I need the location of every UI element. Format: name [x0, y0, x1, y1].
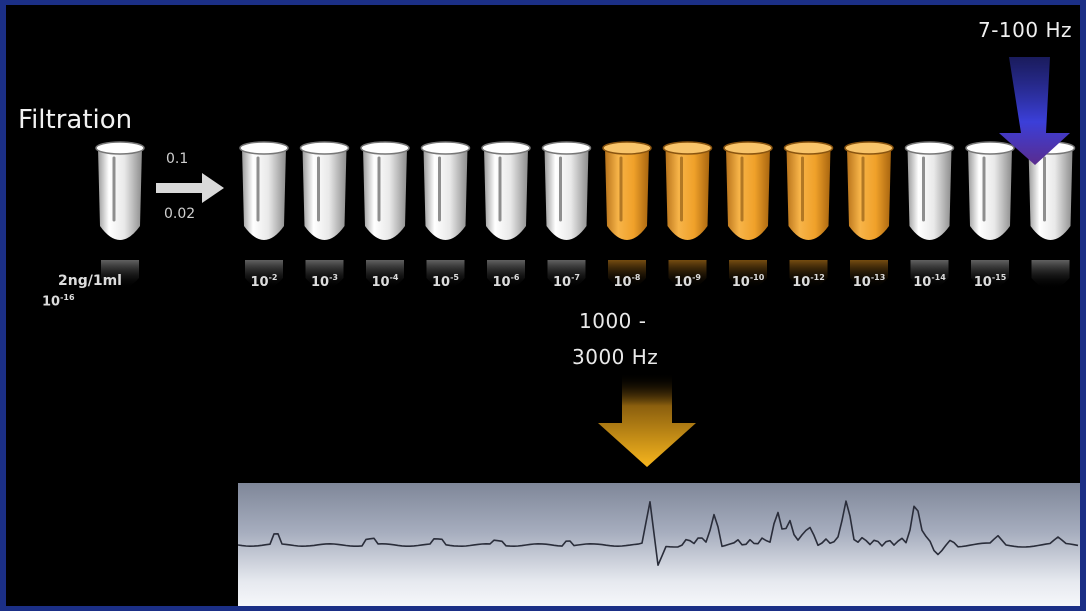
dilution-exponent: -2: [268, 273, 278, 282]
dilution-exponent: -7: [571, 273, 580, 282]
tube-icon: [662, 141, 713, 289]
dilution-base: 10: [42, 294, 61, 310]
dilution-label: 10-14: [902, 273, 958, 290]
tube-icon: [541, 141, 592, 289]
dilution-exponent: -4: [389, 273, 399, 282]
tube-icon: [360, 141, 410, 289]
dilution-base: 10: [311, 275, 330, 290]
dilution-exponent: -12: [810, 273, 825, 282]
dilution-label: 10-10: [720, 273, 776, 290]
down-arrow-icon: [598, 373, 696, 467]
dilution-exponent: -5: [450, 273, 459, 282]
filtration-label: Filtration: [18, 105, 133, 135]
tube-icon: [420, 141, 471, 289]
stock-dilution-label: 10-16: [42, 293, 75, 309]
dilution-exponent: -14: [931, 273, 946, 282]
dilution-base: 10: [973, 275, 992, 290]
dilution-label: 10-5: [418, 273, 474, 290]
dilution-exponent: -6: [510, 273, 520, 282]
tube-icon: [299, 141, 350, 289]
dilution-base: 10: [492, 275, 511, 290]
dilution-base: 10: [613, 275, 632, 290]
dilution-exponent: -3: [329, 273, 338, 282]
dilution-exponent: -15: [991, 273, 1007, 282]
dilution-label: 10-15: [962, 273, 1018, 290]
filter-ratio-top: 0.1: [166, 151, 189, 167]
tube-icon: [602, 141, 652, 289]
dilution-base: 10: [792, 275, 811, 290]
tube-icon: [481, 141, 531, 289]
dilution-label: 10-9: [660, 273, 716, 290]
dilution-label: 10-12: [781, 273, 837, 290]
dilution-base: 10: [250, 275, 269, 290]
dilution-exponent: -16: [60, 293, 75, 302]
dilution-base: 10: [852, 275, 871, 290]
tube-icon: [723, 141, 773, 289]
dilution-label: 10-13: [841, 273, 897, 290]
tube-icon: [783, 141, 834, 289]
high-frequency-label-line2: 3000 Hz: [572, 345, 659, 369]
filter-ratio-bottom: 0.02: [164, 206, 196, 222]
high-frequency-label-line1: 1000 -: [579, 309, 647, 333]
tube-icon: [904, 141, 955, 289]
stock-concentration-label: 2ng/1ml: [58, 273, 122, 289]
tube-icon: [844, 141, 894, 289]
right-arrow-icon: [156, 173, 224, 203]
dilution-label: 10-8: [599, 273, 655, 290]
source-tube-icon: [95, 141, 145, 289]
dilution-label: 10-3: [297, 273, 353, 290]
dilution-label: 10-7: [539, 273, 595, 290]
dilution-base: 10: [674, 275, 693, 290]
dilution-label: 10-2: [236, 273, 292, 290]
dilution-base: 10: [432, 275, 451, 290]
dilution-base: 10: [553, 275, 572, 290]
dilution-label: 10-4: [357, 273, 413, 290]
diagram-graphics: [95, 57, 1076, 467]
tube-icon: [1025, 141, 1076, 289]
dilution-base: 10: [913, 275, 932, 290]
dilution-exponent: -10: [749, 273, 765, 282]
down-arrow-icon: [999, 57, 1070, 165]
dilution-exponent: -9: [692, 273, 701, 282]
low-frequency-label: 7-100 Hz: [977, 18, 1072, 42]
dilution-base: 10: [731, 275, 750, 290]
signal-trace: [238, 500, 1079, 566]
tube-icon: [239, 141, 289, 289]
dilution-exponent: -13: [870, 273, 886, 282]
dilution-label: 10-6: [478, 273, 534, 290]
tube-icon: [965, 141, 1015, 289]
dilution-base: 10: [371, 275, 390, 290]
slide: Filtration 0.1 0.02 7-100 Hz 1000 - 3000…: [6, 5, 1080, 606]
dilution-exponent: -8: [631, 273, 641, 282]
signal-panel: [238, 483, 1080, 606]
